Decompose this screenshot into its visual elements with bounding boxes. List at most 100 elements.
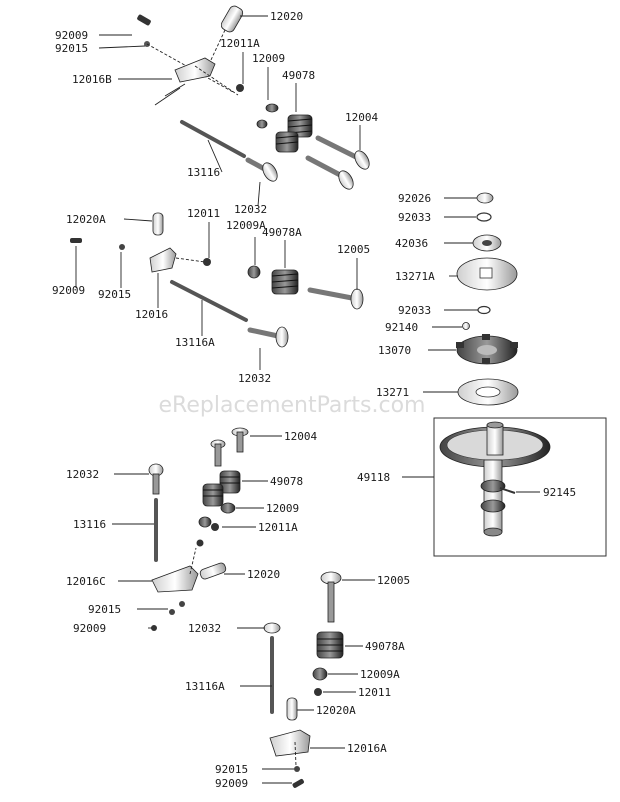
adjuster-part bbox=[152, 212, 164, 236]
valve-part bbox=[320, 571, 342, 623]
governor-part bbox=[456, 334, 518, 365]
valve-spring-part bbox=[271, 269, 299, 295]
part-label: 92015 bbox=[88, 603, 121, 616]
clip-part bbox=[137, 14, 151, 26]
rocker-arm-part bbox=[151, 565, 199, 593]
clip-part bbox=[151, 625, 157, 631]
part-label: 49118 bbox=[357, 471, 390, 484]
valve-spring-part bbox=[275, 131, 299, 153]
part-label: 12009 bbox=[252, 52, 285, 65]
nut-part bbox=[314, 688, 322, 696]
part-label: 13116 bbox=[187, 166, 220, 179]
part-label: 12011A bbox=[258, 521, 298, 534]
part-label: 92026 bbox=[398, 192, 431, 205]
retainer-part bbox=[312, 667, 328, 681]
retainer-part bbox=[220, 502, 236, 514]
part-label: 12009 bbox=[266, 502, 299, 515]
nut-part bbox=[196, 539, 204, 547]
rocker-assembly-lower bbox=[148, 427, 249, 631]
pin-part bbox=[119, 244, 125, 250]
valve-part bbox=[247, 326, 289, 348]
part-label: 92033 bbox=[398, 304, 431, 317]
part-label: 13116A bbox=[175, 336, 215, 349]
ring-part bbox=[477, 305, 491, 315]
part-label: 12004 bbox=[345, 111, 378, 124]
nut-part bbox=[236, 84, 244, 92]
push-rod-part bbox=[180, 120, 246, 158]
part-label: 13070 bbox=[378, 344, 411, 357]
part-label: 12016 bbox=[135, 308, 168, 321]
retainer-part bbox=[247, 265, 261, 279]
pin-part bbox=[179, 601, 185, 607]
part-label: 92033 bbox=[398, 211, 431, 224]
valve-spring-part bbox=[316, 631, 344, 659]
part-label: 12011A bbox=[220, 37, 260, 50]
part-label: 12005 bbox=[337, 243, 370, 256]
clip-part bbox=[292, 778, 304, 788]
part-label: 92009 bbox=[55, 29, 88, 42]
part-label: 92009 bbox=[215, 777, 248, 790]
valve-part bbox=[245, 157, 278, 182]
washer-part bbox=[476, 192, 494, 204]
part-label: 12032 bbox=[234, 203, 267, 216]
part-label: 92015 bbox=[98, 288, 131, 301]
part-label: 12032 bbox=[188, 622, 221, 635]
valve-part bbox=[263, 622, 281, 634]
adjuster-part bbox=[199, 562, 227, 580]
clip-part bbox=[70, 238, 82, 243]
part-label: 12016B bbox=[72, 73, 112, 86]
part-label: 12009A bbox=[226, 219, 266, 232]
rocker-assembly-top bbox=[137, 5, 370, 190]
nut-part bbox=[211, 523, 219, 531]
part-label: 12020 bbox=[270, 10, 303, 23]
part-label: 92145 bbox=[543, 486, 576, 499]
part-label: 92009 bbox=[73, 622, 106, 635]
retainer-part bbox=[265, 103, 279, 113]
rocker-arm-part bbox=[174, 57, 216, 83]
part-label: 12011 bbox=[187, 207, 220, 220]
part-label: 13271 bbox=[376, 386, 409, 399]
retainer-part bbox=[198, 516, 212, 528]
part-label: 49078 bbox=[270, 475, 303, 488]
push-rod-part bbox=[170, 280, 248, 322]
part-label: 12020 bbox=[247, 568, 280, 581]
rocker-assembly-bottom bbox=[263, 571, 344, 788]
part-label: 12020A bbox=[316, 704, 356, 717]
part-label: 49078 bbox=[282, 69, 315, 82]
ring-part bbox=[476, 212, 492, 222]
valve-spring-part bbox=[202, 483, 224, 507]
part-label: 13116A bbox=[185, 680, 225, 693]
pin-part bbox=[499, 487, 516, 494]
watermark-text: eReplacementParts.com bbox=[159, 393, 426, 418]
part-label: 12016A bbox=[347, 742, 387, 755]
part-label: 92015 bbox=[215, 763, 248, 776]
part-label: 12032 bbox=[238, 372, 271, 385]
part-label: 12011 bbox=[358, 686, 391, 699]
retainer-part bbox=[256, 119, 268, 129]
camshaft-gear-part bbox=[439, 421, 551, 537]
adjuster-part bbox=[286, 697, 298, 721]
part-label: 12032 bbox=[66, 468, 99, 481]
part-label: 13271A bbox=[395, 270, 435, 283]
valve-part bbox=[231, 427, 249, 453]
part-label: 13116 bbox=[73, 518, 106, 531]
valve-spring-part bbox=[219, 470, 241, 494]
rocker-arm-part bbox=[149, 247, 177, 273]
ball-part bbox=[462, 322, 470, 330]
valve-part bbox=[307, 287, 364, 310]
valve-spring-part bbox=[287, 114, 313, 138]
part-labels: 12020 92009 92015 12011A 12009 12016B 49… bbox=[52, 10, 576, 790]
rocker-arm-part bbox=[269, 729, 311, 757]
valve-part bbox=[148, 463, 164, 495]
pin-part bbox=[169, 609, 175, 615]
part-label: 12020A bbox=[66, 213, 106, 226]
part-label: 12005 bbox=[377, 574, 410, 587]
part-label: 92140 bbox=[385, 321, 418, 334]
part-label: 42036 bbox=[395, 237, 428, 250]
adjuster-part bbox=[220, 5, 244, 33]
part-label: 12004 bbox=[284, 430, 317, 443]
pin-part bbox=[294, 766, 300, 772]
valve-part bbox=[315, 135, 370, 170]
leader-lines bbox=[75, 15, 540, 784]
